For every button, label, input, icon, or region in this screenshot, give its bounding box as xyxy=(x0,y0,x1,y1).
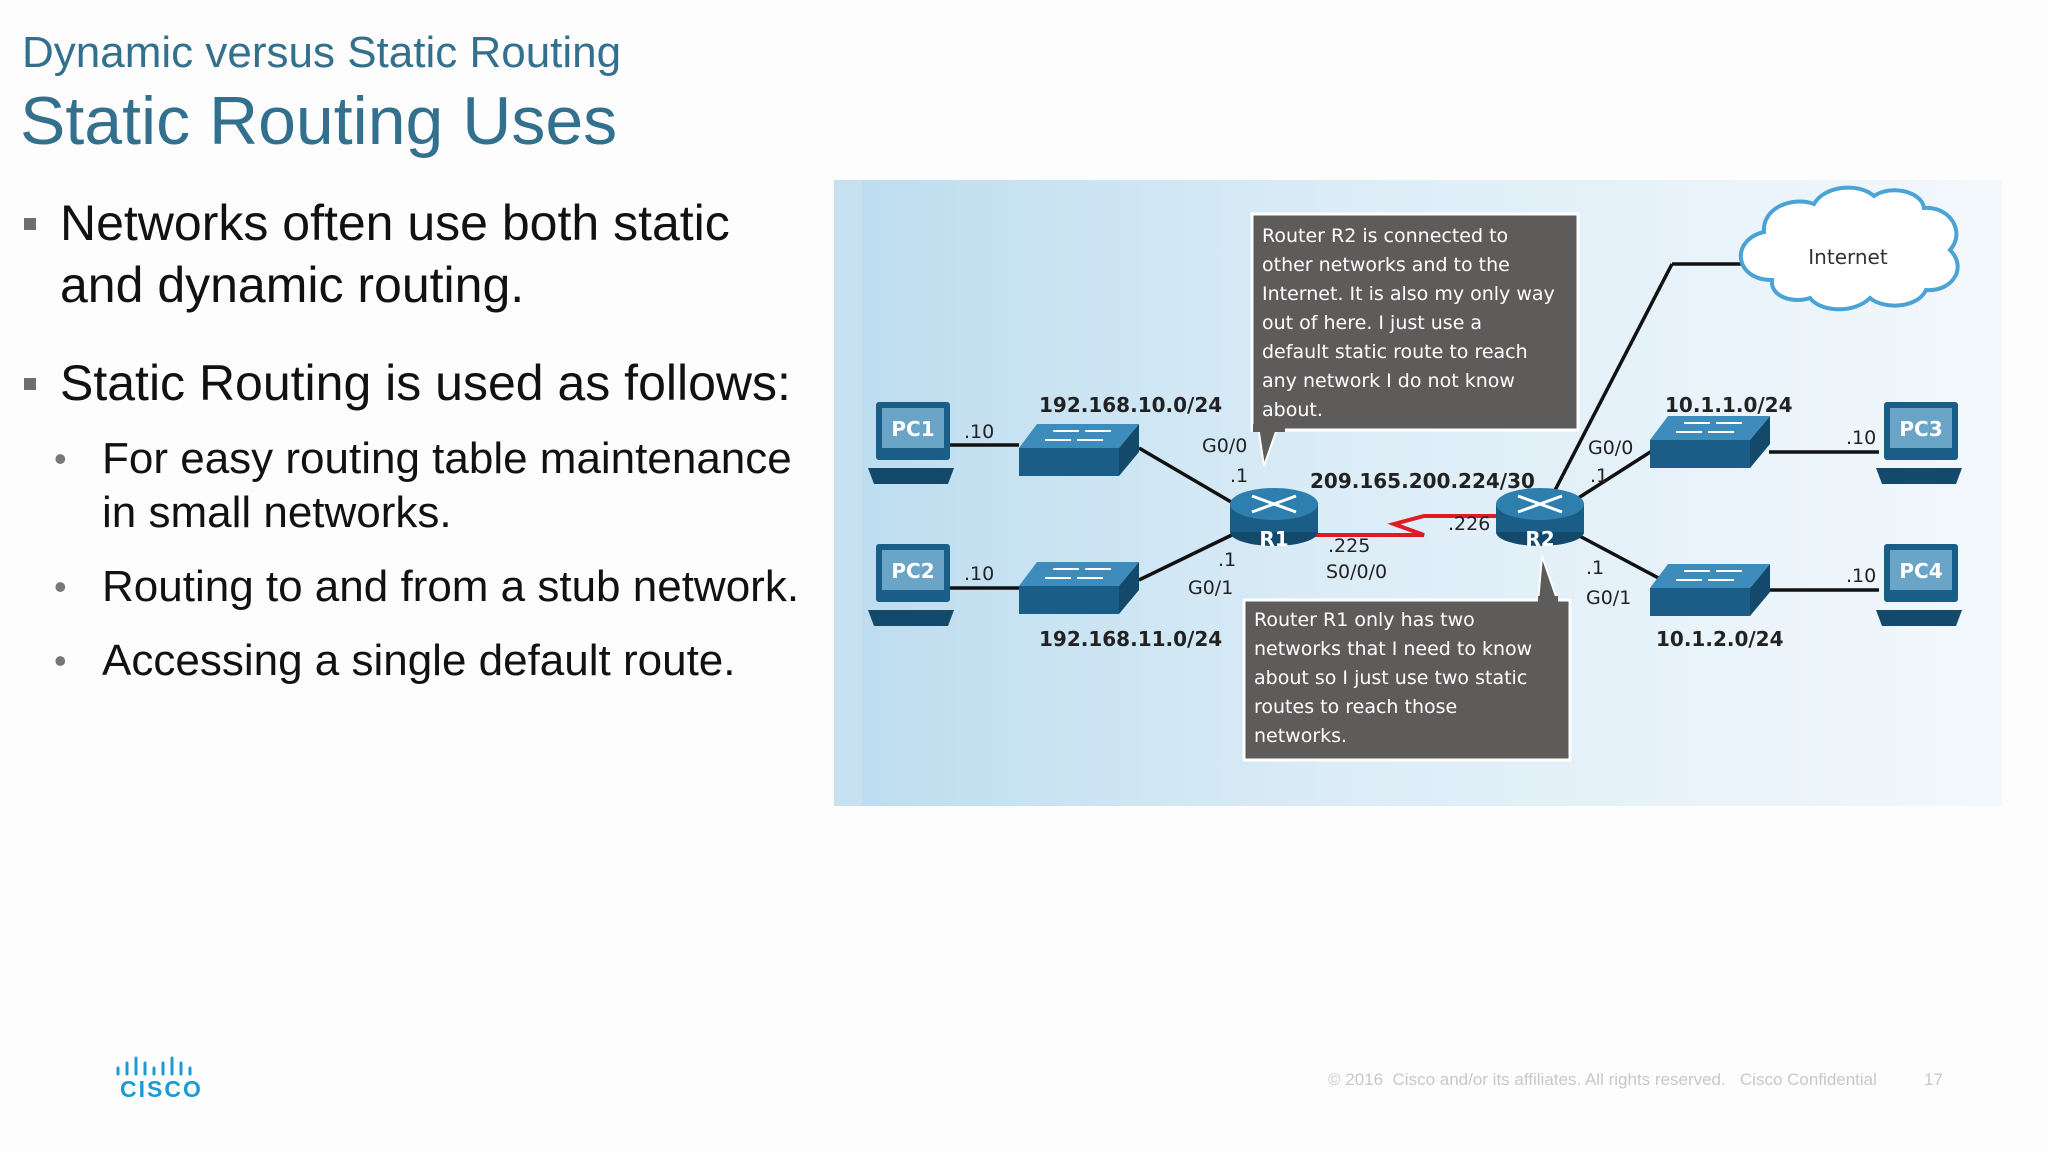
callout-r1-line: Internet. It is also my only way xyxy=(1262,283,1555,305)
switch-icon xyxy=(1019,562,1139,614)
sub-bullet-item: • For easy routing table maintenance in … xyxy=(20,432,810,540)
callout-r1-line: other networks and to the xyxy=(1262,254,1510,276)
callout-r2-line: routes to reach those xyxy=(1254,696,1457,718)
callout-r1-line: out of here. I just use a xyxy=(1262,312,1482,334)
pc4-address: .10 xyxy=(1846,565,1876,587)
internet-label: Internet xyxy=(1808,245,1888,269)
dot-bullet-icon: • xyxy=(54,566,67,607)
dot-bullet-icon: • xyxy=(54,438,67,479)
callout-r1-line: Router R2 is connected to xyxy=(1262,225,1508,247)
callout-r1-line: about. xyxy=(1262,399,1323,421)
bullet-item: Static Routing is used as follows: xyxy=(20,352,810,414)
slide-title: Static Routing Uses xyxy=(20,83,618,159)
pc-label: PC1 xyxy=(891,417,934,441)
internet-cloud-icon: Internet xyxy=(1738,185,1960,312)
pc3-icon: PC3 xyxy=(1876,402,1962,484)
network-label-lan1: 192.168.10.0/24 xyxy=(1039,393,1222,417)
sub-bullet-item: • Routing to and from a stub network. xyxy=(20,560,810,614)
callout-r2-line: networks that I need to know xyxy=(1254,638,1532,660)
r2-g00-label: G0/0 xyxy=(1588,437,1633,459)
pc4-icon: PC4 xyxy=(1876,544,1962,626)
r1-g00-address: .1 xyxy=(1230,465,1248,487)
r1-g00-label: G0/0 xyxy=(1202,435,1247,457)
network-topology-diagram: Internet xyxy=(834,180,2002,806)
bullet-text: Networks often use both static and dynam… xyxy=(60,195,730,313)
pc2-icon: PC2 xyxy=(868,544,954,626)
callout-r2-line: networks. xyxy=(1254,725,1347,747)
pc-label: PC3 xyxy=(1899,417,1942,441)
router-arrows-icon xyxy=(1517,494,1563,514)
dot-bullet-icon: • xyxy=(54,640,67,681)
pc-label: PC2 xyxy=(891,559,934,583)
link-switch2-r1 xyxy=(1138,530,1239,582)
link-switch1-r1 xyxy=(1138,446,1239,508)
router-arrows-icon xyxy=(1251,494,1297,514)
square-bullet-icon xyxy=(24,218,36,230)
r2-g00-address: .1 xyxy=(1590,465,1608,487)
r1-g01-label: G0/1 xyxy=(1188,577,1233,599)
sub-bullet-text: Routing to and from a stub network. xyxy=(102,562,800,611)
bullet-text: Static Routing is used as follows: xyxy=(60,355,791,411)
callout-r2: Router R1 only has two networks that I n… xyxy=(1242,555,1572,762)
router-r1: R1 xyxy=(1230,488,1318,551)
pc3-address: .10 xyxy=(1846,427,1876,449)
page-number: 17 xyxy=(1924,1070,1943,1089)
router-r2: R2 xyxy=(1496,488,1584,551)
callout-r1-line: any network I do not know xyxy=(1262,370,1515,392)
bullet-list: Networks often use both static and dynam… xyxy=(20,192,810,708)
sub-bullet-text: For easy routing table maintenance in sm… xyxy=(102,434,792,537)
sub-bullet-item: • Accessing a single default route. xyxy=(20,634,810,688)
callout-r1: Router R2 is connected to other networks… xyxy=(1250,212,1580,467)
link-r2-internet-a xyxy=(1550,263,1674,497)
pc-label: PC4 xyxy=(1899,559,1942,583)
r2-g01-label: G0/1 xyxy=(1586,587,1631,609)
callout-r2-line: about so I just use two static xyxy=(1254,667,1527,689)
switch-icon xyxy=(1650,416,1770,468)
footer-copyright: © 2016 Cisco and/or its affiliates. All … xyxy=(1328,1070,1877,1089)
router-label: R1 xyxy=(1259,527,1288,551)
network-label-lan2: 192.168.11.0/24 xyxy=(1039,627,1222,651)
r1-s000-address: .225 xyxy=(1328,535,1370,557)
bullet-item: Networks often use both static and dynam… xyxy=(20,192,810,316)
serial-wan-link xyxy=(1286,514,1524,537)
link-r2-switch4 xyxy=(1571,530,1667,584)
cisco-logo-text: CISCO xyxy=(120,1076,203,1102)
slide-subtitle: Dynamic versus Static Routing xyxy=(22,28,622,77)
r1-s000-label: S0/0/0 xyxy=(1326,561,1387,583)
cisco-logo-icon xyxy=(116,1056,192,1076)
r2-serial-address: .226 xyxy=(1448,513,1490,535)
network-label-lan3: 10.1.1.0/24 xyxy=(1665,393,1793,417)
r2-g01-address: .1 xyxy=(1586,557,1604,579)
callout-r1-line: default static route to reach xyxy=(1262,341,1528,363)
r1-g01-address: .1 xyxy=(1218,549,1236,571)
switch-icon xyxy=(1650,564,1770,616)
sub-bullet-text: Accessing a single default route. xyxy=(102,636,736,685)
router-label: R2 xyxy=(1525,527,1554,551)
network-label-lan4: 10.1.2.0/24 xyxy=(1656,627,1784,651)
pc1-address: .10 xyxy=(964,421,994,443)
callout-r2-line: Router R1 only has two xyxy=(1254,609,1475,631)
switch-icon xyxy=(1019,424,1139,476)
network-label-wan: 209.165.200.224/30 xyxy=(1310,469,1535,493)
pc1-icon: PC1 xyxy=(868,402,954,484)
square-bullet-icon xyxy=(24,378,36,390)
pc2-address: .10 xyxy=(964,563,994,585)
